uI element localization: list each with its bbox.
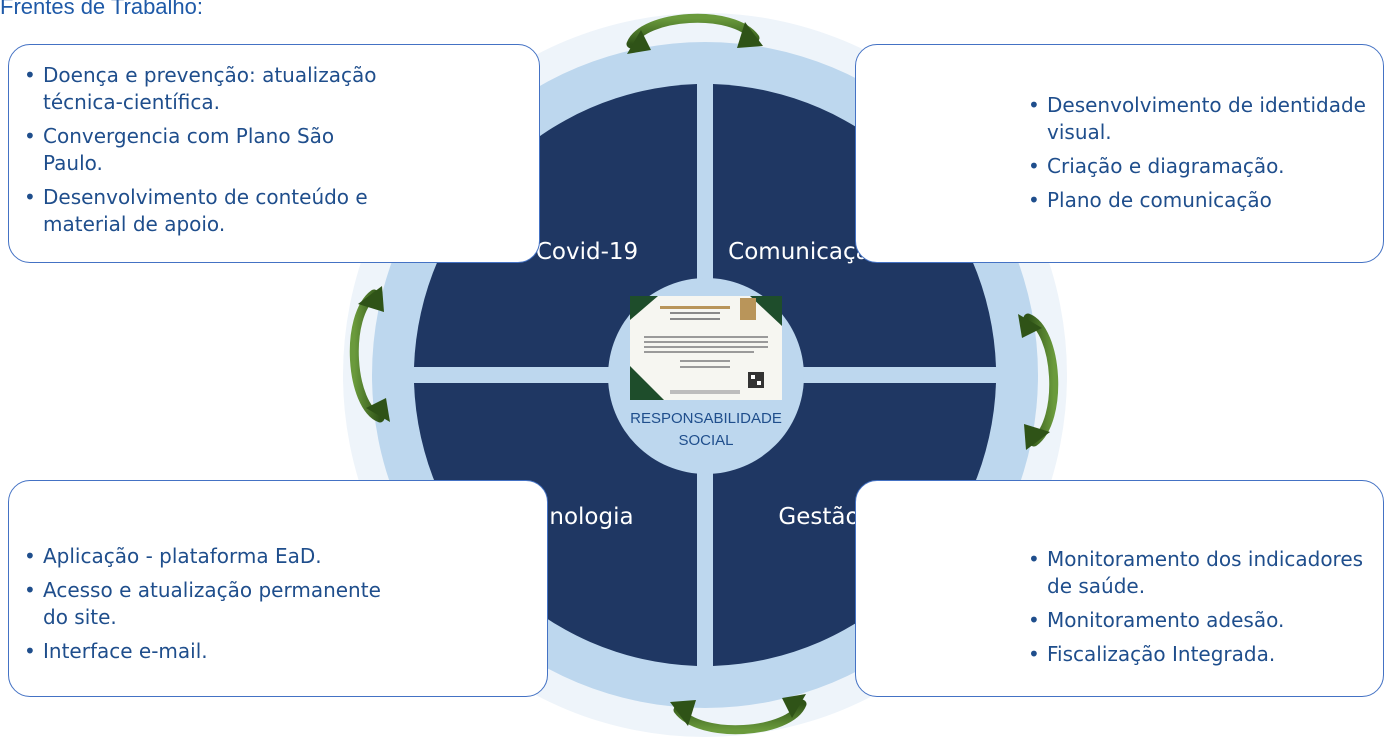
list-item: Monitoramento dos indicadores de saúde. <box>1028 546 1373 600</box>
quadrant-gestao[interactable] <box>713 383 996 666</box>
quadrant-label-covid: Covid-19 <box>535 239 639 265</box>
list-item: Monitoramento adesão. <box>1028 607 1373 634</box>
list-item: Convergencia com Plano São Paulo. <box>24 123 394 177</box>
curved-arrow-icon <box>670 694 807 735</box>
box-comunicacao: Desenvolvimento de identidade visual. Cr… <box>855 44 1384 263</box>
page-title: Frentes de Trabalho: <box>0 0 204 19</box>
curved-arrow-icon <box>349 286 390 423</box>
center-caption: RESPONSABILIDADE SOCIAL <box>606 408 806 452</box>
quadrant-tecnologia[interactable] <box>414 383 697 666</box>
curved-arrow-icon <box>1018 313 1059 450</box>
certificate-image <box>630 296 782 400</box>
quadrant-comunicacao[interactable] <box>713 84 996 367</box>
box-tecnologia: Aplicação - plataforma EaD. Acesso e atu… <box>8 480 548 697</box>
curved-arrow-icon <box>626 13 763 54</box>
quadrant-covid[interactable] <box>414 84 697 367</box>
list-item: Aplicação - plataforma EaD. <box>24 543 384 570</box>
box-gestao: Monitoramento dos indicadores de saúde. … <box>855 480 1384 697</box>
list-item: Criação e diagramação. <box>1028 153 1368 180</box>
quadrant-label-gestao: Gestão <box>778 504 860 530</box>
list-item: Interface e-mail. <box>24 638 384 665</box>
list-item: Fiscalização Integrada. <box>1028 641 1373 668</box>
list-item: Doença e prevenção: atualização técnica-… <box>24 62 394 116</box>
list-item: Acesso e atualização permanente do site. <box>24 577 384 631</box>
list-item: Plano de comunicação <box>1028 187 1368 214</box>
center-caption-line2: SOCIAL <box>678 432 734 449</box>
list-item: Desenvolvimento de identidade visual. <box>1028 92 1368 146</box>
center-caption-line1: RESPONSABILIDADE <box>630 410 782 427</box>
box-covid: Doença e prevenção: atualização técnica-… <box>8 44 540 263</box>
list-item: Desenvolvimento de conteúdo e material d… <box>24 184 394 238</box>
